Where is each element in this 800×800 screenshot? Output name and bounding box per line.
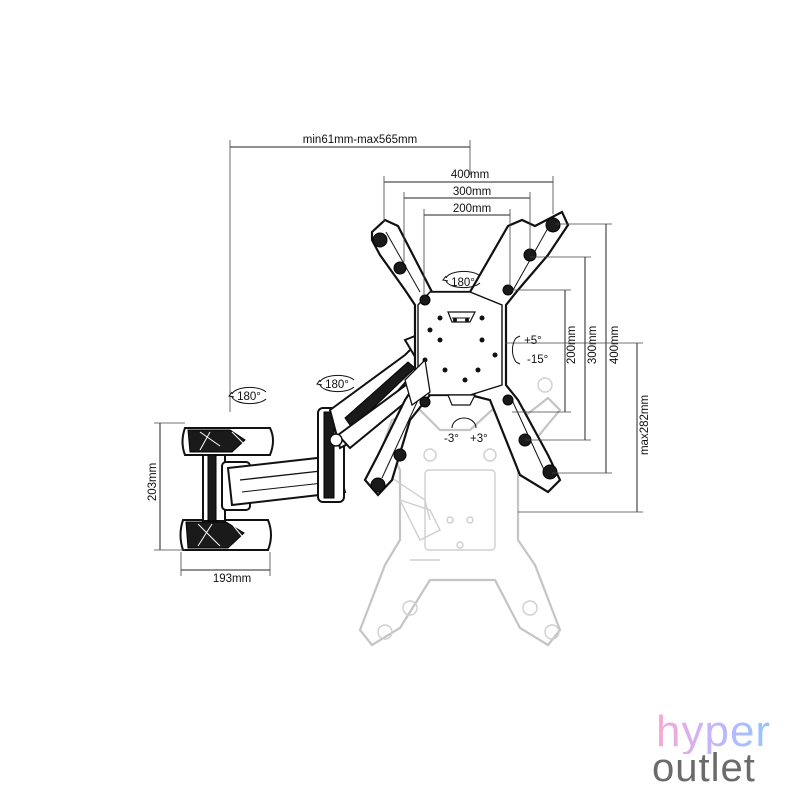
level-indicator: -3° +3°: [444, 417, 488, 445]
dim-height-adjust-label: max282mm: [639, 395, 651, 455]
dim-height-400-label: 400mm: [609, 326, 621, 364]
rotation-wall-label: 180°: [237, 391, 261, 403]
brand-line-outlet: outlet: [652, 746, 756, 790]
dim-width-300: 300mm: [403, 186, 531, 262]
brand-line-hyper: hyper: [656, 707, 772, 756]
tilt-down-label: -15°: [527, 354, 548, 366]
dim-wall-plate-height-label: 203mm: [147, 463, 159, 501]
level-plus-label: +3°: [470, 433, 488, 445]
dim-extension-label: min61mm-max565mm: [303, 134, 417, 146]
dim-width-200: 200mm: [423, 203, 511, 296]
tilt-indicator: +5° -15°: [511, 335, 548, 366]
dim-wall-plate-height: 203mm: [147, 422, 185, 551]
rotation-plate-label: 180°: [451, 277, 475, 289]
rotation-arm-label: 180°: [325, 379, 349, 391]
rotation-wall: 180°: [228, 386, 267, 405]
dim-wall-plate-width-label: 193mm: [213, 573, 251, 585]
tilt-up-label: +5°: [524, 335, 542, 347]
vesa-plate: [363, 210, 570, 497]
brand-logo: hyper outlet: [652, 710, 792, 790]
dim-height-200-label: 200mm: [566, 326, 578, 364]
dim-extension: min61mm-max565mm: [229, 134, 471, 412]
rotation-plate: 180°: [442, 270, 481, 289]
level-minus-label: -3°: [444, 433, 459, 445]
dim-wall-plate-width: 193mm: [180, 552, 271, 585]
dim-height-400: 400mm: [552, 223, 621, 474]
dim-height-300-label: 300mm: [587, 326, 599, 364]
dim-width-300-label: 300mm: [453, 186, 491, 198]
wall-plate: [179, 427, 274, 551]
dim-width-200-label: 200mm: [453, 203, 491, 215]
dim-height-adjust: max282mm: [505, 342, 651, 513]
lower-arm: [226, 407, 347, 507]
rotation-arm: 180°: [316, 374, 355, 393]
dim-width-400-label: 400mm: [451, 169, 489, 181]
dim-width-400: 400mm: [383, 169, 554, 222]
ghost-plate-lowered: [358, 377, 562, 647]
dim-height-300: 300mm: [525, 256, 599, 441]
dim-height-200: 200mm: [512, 289, 578, 413]
